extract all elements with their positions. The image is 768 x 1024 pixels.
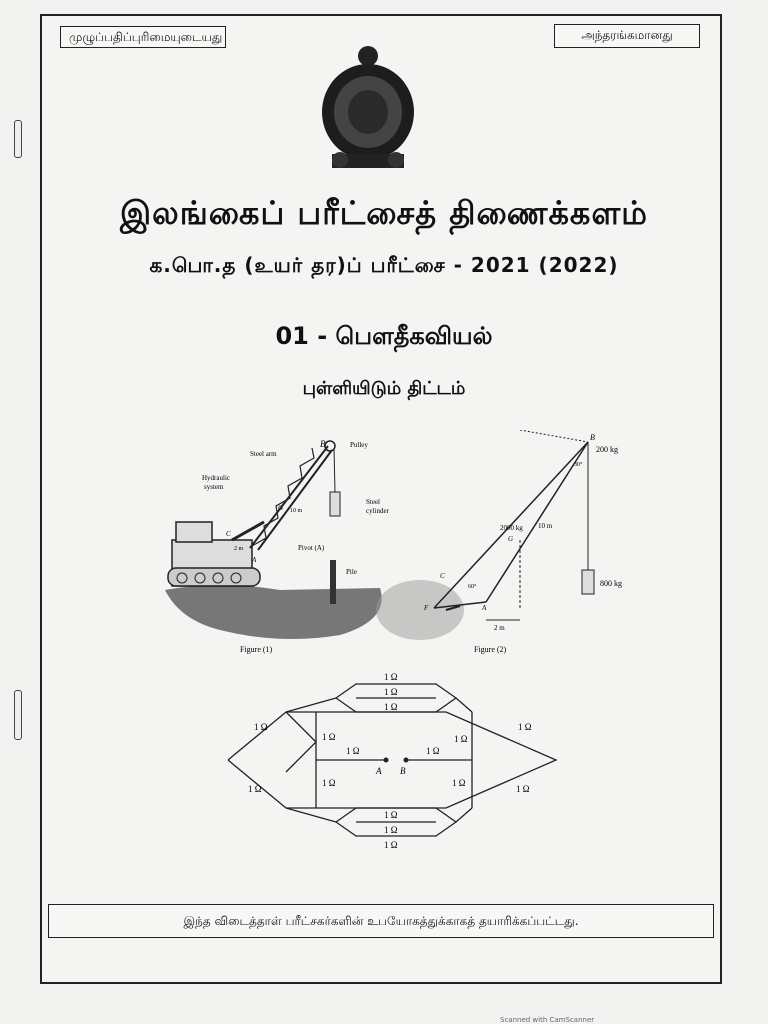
fig2-mass-hang: 800 kg (600, 579, 622, 588)
figure-2-caption: Figure (2) (474, 645, 507, 654)
fig1-steel-arm-label: Steel arm (250, 450, 277, 458)
fig2-point-b: B (590, 433, 595, 442)
node-b-label: B (400, 766, 406, 776)
fig1-length-2: 2 m (234, 546, 244, 552)
crane-figures: B Pulley Steel arm Hydraulic system Stee… (165, 430, 622, 654)
fig1-point-c: C (226, 530, 231, 538)
fig2-point-a: A (481, 604, 487, 612)
resistor-label-mid-left: 1 Ω (346, 746, 360, 756)
exam-title: க.பொ.த (உயர் தர)ப் பரீட்சை - 2021 (2022) (149, 253, 619, 277)
node-a-label: A (375, 766, 382, 776)
resistor-label-inner-left: 1 Ω (322, 732, 336, 742)
copyright-tag: முழுப்பதிப்புரிமையுடையது (60, 26, 226, 48)
scanner-watermark: Scanned with CamScanner (500, 1016, 595, 1024)
fig2-point-g: G (508, 535, 513, 543)
fig1-hydraulic-label: Hydraulic (202, 474, 230, 482)
marking-scheme-title: புள்ளியிடும் திட்டம் (302, 378, 466, 399)
fig1-pivot-label: Pivot (A) (298, 544, 325, 552)
fig2-length-2: 2 m (494, 624, 505, 632)
resistor-label-lower-right: 1 Ω (452, 778, 466, 788)
fig1-pile-label: Pile (346, 568, 357, 576)
fig1-steel-label: Steel (366, 498, 380, 506)
resistor-label-lower-left: 1 Ω (322, 778, 336, 788)
fig1-system-label: system (204, 483, 224, 491)
fig2-point-c: C (440, 572, 445, 580)
resistor-label-left-upper: 1 Ω (254, 722, 268, 732)
fig2-angle-30: 30° (574, 461, 583, 468)
resistor-label-top-3: 1 Ω (384, 702, 398, 712)
sri-lanka-emblem-icon (322, 46, 414, 168)
resistor-label-bottom-1: 1 Ω (384, 810, 398, 820)
figure-2-diagram: B 200 kg 30° 10 m 2000 kg G C 60° A F 2 … (376, 430, 622, 654)
fig2-length-10: 10 m (538, 522, 553, 530)
binding-mark-2 (14, 690, 22, 740)
fig1-cylinder-label: cylinder (366, 507, 390, 515)
resistor-label-top-1: 1 Ω (384, 672, 398, 682)
resistor-label-right-upper: 1 Ω (518, 722, 532, 732)
fig1-point-b: B (320, 439, 326, 449)
resistor-label-bottom-3: 1 Ω (384, 840, 398, 850)
department-title: இலங்கைப் பரீட்சைத் திணைக்களம் (120, 194, 648, 232)
resistor-network-diagram: 1 Ω 1 Ω 1 Ω 1 Ω 1 Ω 1 Ω 1 Ω 1 Ω 1 Ω 1 Ω … (227, 672, 558, 850)
resistor-label-top-2: 1 Ω (384, 687, 398, 697)
figure-1-crane: B Pulley Steel arm Hydraulic system Stee… (165, 439, 390, 654)
fig1-point-a: A (251, 556, 257, 564)
fig2-point-f: F (423, 604, 429, 612)
fig2-angle-60: 60° (468, 583, 477, 590)
subject-title: 01 - பௌதீகவியல் (275, 322, 493, 350)
fig2-mass-top: 200 kg (596, 445, 618, 454)
resistor-label-right-lower: 1 Ω (516, 784, 530, 794)
resistor-label-mid-right: 1 Ω (426, 746, 440, 756)
binding-mark-1 (14, 120, 22, 158)
resistor-label-inner-right: 1 Ω (454, 734, 468, 744)
footer-note: இந்த விடைத்தாள் பரீட்சகர்களின் உபயோகத்து… (48, 904, 714, 938)
resistor-label-bottom-2: 1 Ω (384, 825, 398, 835)
fig1-pulley-label: Pulley (350, 441, 368, 449)
fig1-point-g: G (278, 504, 283, 512)
resistor-label-left-lower: 1 Ω (248, 784, 262, 794)
fig1-length-10: 10 m (290, 508, 303, 514)
figure-1-caption: Figure (1) (240, 645, 273, 654)
confidential-tag: அந்தரங்கமானது (554, 24, 700, 48)
fig2-mass-arm: 2000 kg (500, 524, 523, 532)
